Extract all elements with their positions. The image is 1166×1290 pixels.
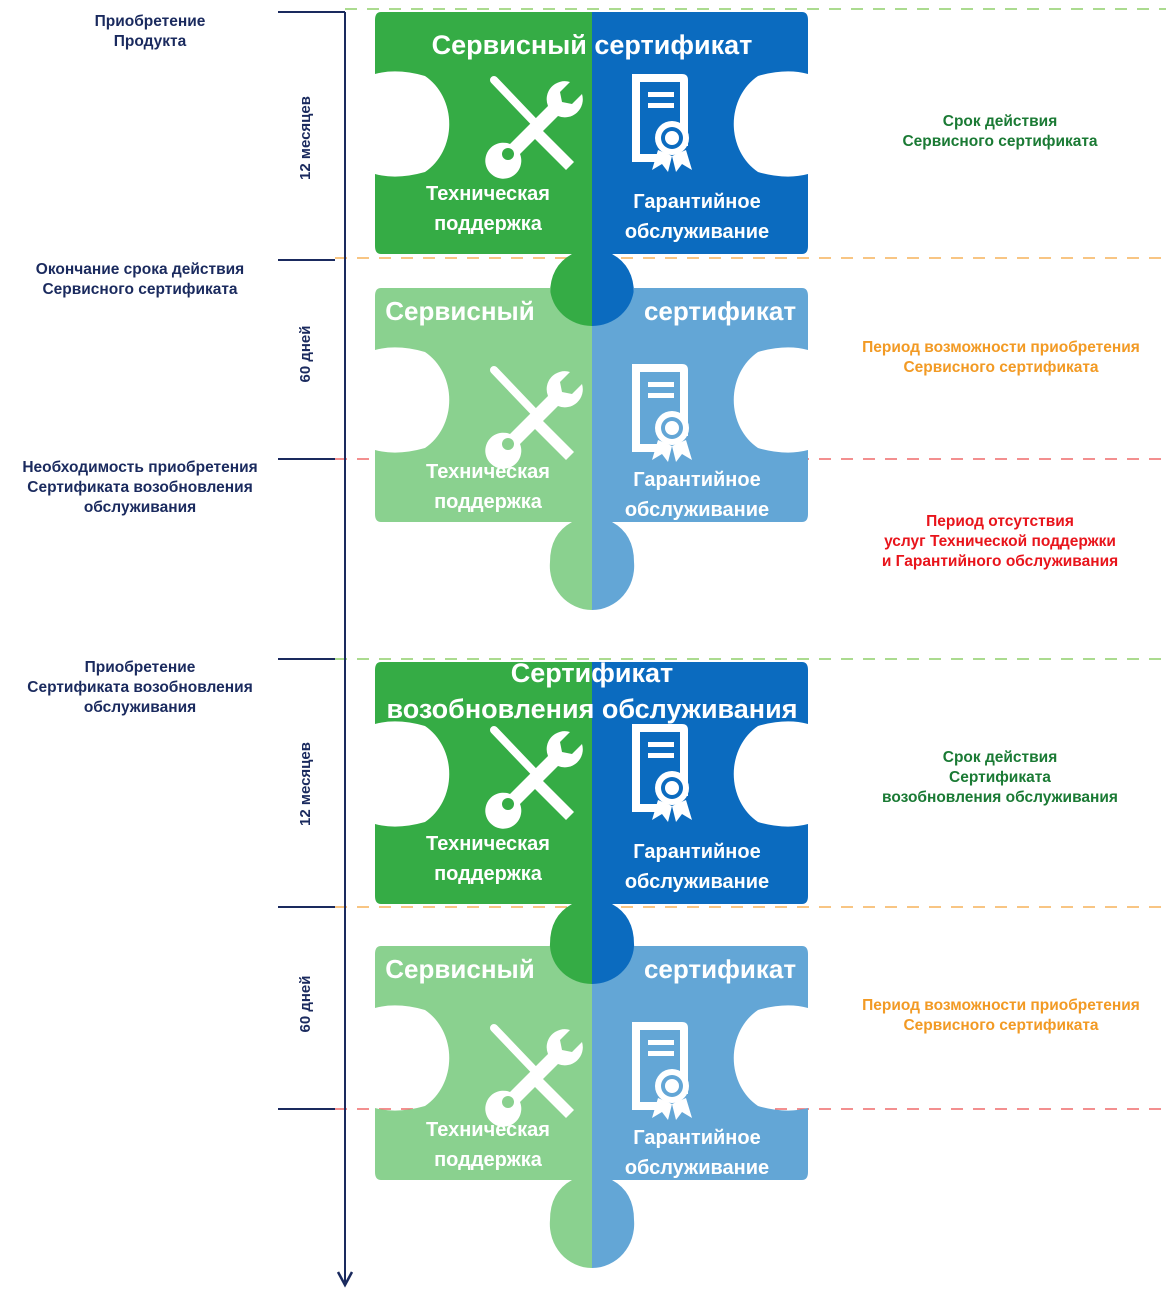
warranty-label: Гарантийное [633, 841, 760, 863]
puzzle-title-left: Сервисный [385, 954, 534, 984]
puzzle-title: Сервисный сертификат [432, 30, 753, 60]
duration-label: 12 месяцев [297, 742, 314, 826]
puzzle-title-right: сертификат [644, 954, 796, 984]
puzzle-title: Сертификат [511, 658, 673, 688]
duration-label: 60 дней [297, 325, 314, 383]
tech-support-label: Техническая [426, 183, 550, 205]
event-renewal-purchase: Приобретение Сертификата возобновления о… [27, 659, 253, 716]
tech-support-half [375, 288, 592, 611]
puzzle-title: возобновления обслуживания [387, 694, 798, 724]
duration-label: 12 месяцев [297, 96, 314, 180]
warranty-label: Гарантийное [633, 191, 760, 213]
warranty-half [592, 12, 808, 343]
warranty-half [592, 288, 808, 611]
tech-support-label: Техническая [426, 1119, 550, 1141]
duration-label: 60 дней [297, 975, 314, 1033]
tech-support-half [375, 662, 592, 993]
puzzle-service-cert: Сервисный сертификатТехническаяподдержка… [375, 12, 808, 343]
puzzle-renewal-cert: Сертификат возобновления обслуживанияТехн… [375, 658, 808, 993]
warranty-label: Гарантийное [633, 469, 760, 491]
period-renewal-cert-validity: Срок действия Сертификата возобновления … [882, 749, 1118, 806]
tech-support-label: Техническая [426, 461, 550, 483]
tech-support-half [375, 946, 592, 1269]
period-service-cert-purchase-window: Период возможности приобретения Сервисно… [862, 339, 1140, 376]
puzzle-title-right: сертификат [644, 296, 796, 326]
tech-support-label: поддержка [434, 1149, 543, 1171]
tech-support-label: поддержка [434, 863, 543, 885]
warranty-label: обслуживание [625, 499, 769, 521]
tech-support-half [375, 12, 592, 343]
warranty-label: обслуживание [625, 871, 769, 893]
warranty-label: обслуживание [625, 221, 769, 243]
event-service-cert-expiry: Окончание срока действия Сервисного серт… [35, 261, 245, 298]
warranty-half [592, 946, 808, 1269]
tech-support-label: Техническая [426, 833, 550, 855]
warranty-label: обслуживание [625, 1157, 769, 1179]
puzzle-title-left: Сервисный [385, 296, 534, 326]
event-product-purchase: Приобретение Продукта [94, 13, 206, 50]
timeline-arrow-icon [336, 1271, 354, 1288]
period-no-support: Период отсутствия услуг Технической подд… [881, 513, 1119, 570]
warranty-label: Гарантийное [633, 1127, 760, 1149]
warranty-half [592, 662, 808, 993]
tech-support-label: поддержка [434, 213, 543, 235]
event-renewal-required: Необходимость приобретения Сертификата в… [22, 459, 258, 516]
period-service-cert-purchase-window-2: Период возможности приобретения Сервисно… [862, 997, 1140, 1034]
period-service-cert-validity: Срок действия Сервисного сертификата [902, 113, 1098, 150]
tech-support-label: поддержка [434, 491, 543, 513]
